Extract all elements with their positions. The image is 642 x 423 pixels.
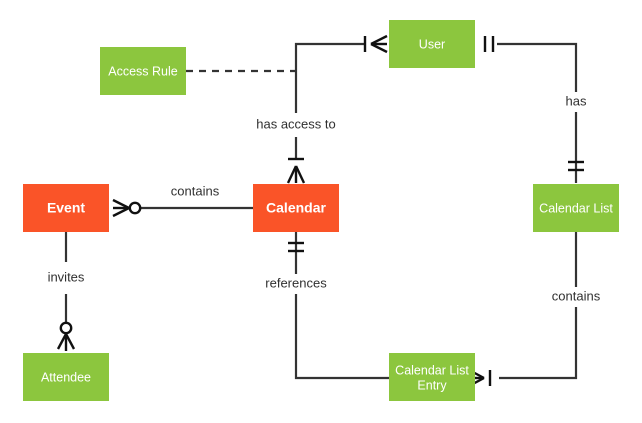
entity-node-user[interactable]: User bbox=[389, 20, 475, 68]
entity-box-calendar[interactable] bbox=[253, 184, 339, 232]
edge-label-has: has bbox=[566, 93, 587, 108]
entity-label-user: User bbox=[419, 37, 445, 51]
edge-user-has-calendar-list bbox=[483, 36, 584, 183]
entity-box-attendee[interactable] bbox=[23, 353, 109, 401]
one-many-left-icon bbox=[363, 34, 388, 54]
entity-label-calendar-list-entry-line2: Entry bbox=[417, 378, 447, 392]
edge-calendar-list-contains-entry bbox=[468, 232, 578, 388]
entity-box-calendar-list-entry[interactable] bbox=[389, 353, 475, 401]
entity-node-access-rule[interactable]: Access Rule bbox=[100, 47, 186, 95]
entity-box-access-rule[interactable] bbox=[100, 47, 186, 95]
entity-box-calendar-list[interactable] bbox=[533, 184, 619, 232]
edge-label-has-access-to: has access to bbox=[256, 116, 336, 131]
crowfoot-zero-or-many-icon bbox=[112, 198, 142, 218]
entity-label-calendar-list-entry-line1: Calendar List bbox=[395, 363, 469, 377]
edge-label-references: references bbox=[265, 275, 327, 290]
entity-node-attendee[interactable]: Attendee bbox=[23, 353, 109, 401]
one-many-down-icon bbox=[286, 157, 306, 184]
entity-label-calendar-list: Calendar List bbox=[539, 201, 613, 215]
crowfoot-zero-or-many-down-icon bbox=[56, 321, 76, 351]
edge-label-contains-right: contains bbox=[552, 288, 601, 303]
one-and-only-one-down-icon bbox=[568, 160, 584, 172]
edge-user-has-access-to-calendar bbox=[286, 34, 388, 184]
one-and-only-one-calendar-bottom-icon bbox=[288, 241, 304, 253]
entity-node-calendar-list[interactable]: Calendar List bbox=[533, 184, 619, 232]
edge-event-contains-calendar bbox=[112, 198, 253, 218]
edge-label-invites: invites bbox=[48, 269, 85, 284]
entity-label-access-rule: Access Rule bbox=[108, 64, 178, 78]
edge-label-contains-left: contains bbox=[171, 183, 220, 198]
entity-node-calendar[interactable]: Calendar bbox=[253, 184, 339, 232]
entity-label-event: Event bbox=[47, 200, 85, 216]
edge-calendar-references-entry bbox=[288, 232, 389, 380]
entity-box-event[interactable] bbox=[23, 184, 109, 232]
entity-label-calendar: Calendar bbox=[266, 200, 326, 216]
edge-event-invites-attendee bbox=[56, 232, 76, 351]
entity-box-user[interactable] bbox=[389, 20, 475, 68]
entity-node-event[interactable]: Event bbox=[23, 184, 109, 232]
entity-node-calendar-list-entry[interactable]: Calendar List Entry bbox=[389, 353, 475, 401]
entity-label-attendee: Attendee bbox=[41, 370, 91, 384]
one-and-only-one-right-icon bbox=[483, 36, 495, 52]
